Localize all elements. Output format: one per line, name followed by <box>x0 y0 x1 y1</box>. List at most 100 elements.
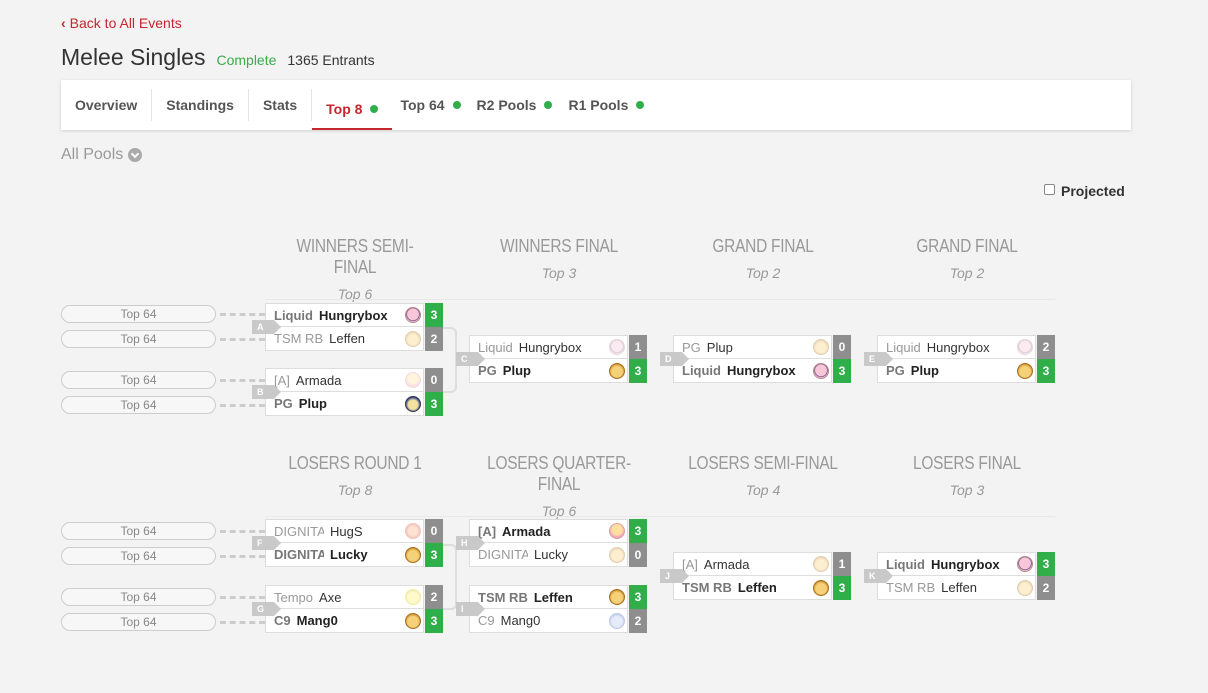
tab-top-64[interactable]: Top 64 <box>392 89 468 121</box>
seed-placeholder[interactable]: Top 64 <box>61 371 216 389</box>
samus-icon <box>405 523 421 539</box>
game-score: 3 <box>425 392 443 416</box>
live-dot-icon <box>544 101 553 109</box>
sponsor-tag: Liquid <box>682 363 721 378</box>
seed-placeholder[interactable]: Top 64 <box>61 330 216 348</box>
match-id-label: J <box>660 569 689 583</box>
seed-connector <box>220 596 265 599</box>
sponsor-tag: [A] <box>478 523 497 539</box>
player-name: Armada <box>502 523 551 539</box>
tab-stats[interactable]: Stats <box>249 89 313 121</box>
player-slot[interactable]: DIGNITASLucky3 <box>265 543 443 567</box>
player-slot[interactable]: DIGNITASLucky0 <box>469 543 647 567</box>
tab-standings[interactable]: Standings <box>152 89 249 121</box>
sponsor-tag: Tempo <box>274 589 314 605</box>
player-name: Armada <box>295 372 342 388</box>
game-score: 3 <box>425 543 443 567</box>
sponsor-tag: C9 <box>478 613 495 628</box>
chevron-down-icon <box>128 148 143 162</box>
seed-connector <box>220 379 265 382</box>
seed-placeholder[interactable]: Top 64 <box>61 522 216 540</box>
projected-checkbox[interactable] <box>1044 183 1055 195</box>
back-link-label: Back to All Events <box>69 15 182 31</box>
sponsor-tag: TSM RB <box>886 580 936 595</box>
event-tabs: Overview Standings Stats Top 8 Top 64 R2… <box>61 80 1131 130</box>
tab-r1-pools[interactable]: R1 Pools <box>560 89 652 121</box>
tab-label: Overview <box>75 97 138 113</box>
match-f[interactable]: DIGNITASHugS0DIGNITASLucky3F <box>252 519 443 567</box>
seed-placeholder[interactable]: Top 64 <box>61 305 216 323</box>
game-score: 2 <box>425 585 443 609</box>
round-title: LOSERS QUARTER-FINAL <box>487 453 631 494</box>
sponsor-tag: PG <box>682 339 701 355</box>
player-name: Plup <box>298 396 327 411</box>
jigglypuff-icon <box>609 339 625 355</box>
round-subtitle: Top 8 <box>337 482 373 498</box>
tab-overview[interactable]: Overview <box>61 89 153 121</box>
match-h[interactable]: [A]Armada3DIGNITASLucky0H <box>456 519 647 567</box>
back-to-events-link[interactable]: ‹Back to All Events <box>61 15 182 31</box>
seed-placeholder[interactable]: Top 64 <box>61 396 216 414</box>
peach-icon <box>609 523 625 539</box>
player-name: Hungrybox <box>319 307 388 323</box>
sponsor-tag: Liquid <box>274 307 313 323</box>
bracket-connector <box>443 327 457 393</box>
player-entry: DIGNITASLucky <box>469 543 628 567</box>
game-score: 1 <box>833 552 851 576</box>
pools-dropdown[interactable]: All Pools <box>61 146 143 164</box>
player-slot[interactable]: DIGNITASHugS0 <box>265 519 443 543</box>
seed-connector <box>220 404 265 407</box>
tab-r2-pools[interactable]: R2 Pools <box>469 89 561 121</box>
match-id-label: A <box>252 320 281 334</box>
player-name: Hungrybox <box>727 363 796 378</box>
seed-placeholder[interactable]: Top 64 <box>61 547 216 565</box>
game-score: 0 <box>629 543 647 567</box>
tab-top-8[interactable]: Top 8 <box>312 89 393 130</box>
round-title: WINNERS SEMI-FINAL <box>296 236 414 277</box>
player-slot[interactable]: [A] Armada 3 <box>469 519 647 543</box>
seed-placeholder[interactable]: Top 64 <box>61 588 216 606</box>
game-score: 3 <box>629 519 647 543</box>
chevron-left-icon: ‹ <box>61 15 66 31</box>
round-subtitle: Top 3 <box>949 482 985 498</box>
round-subtitle: Top 4 <box>745 482 781 498</box>
seed-placeholder[interactable]: Top 64 <box>61 613 216 631</box>
player-name: Lucky <box>330 547 368 562</box>
seed-connector <box>220 555 265 558</box>
projected-toggle[interactable]: Projected <box>1044 183 1125 199</box>
round-subtitle: Top 2 <box>949 265 985 281</box>
